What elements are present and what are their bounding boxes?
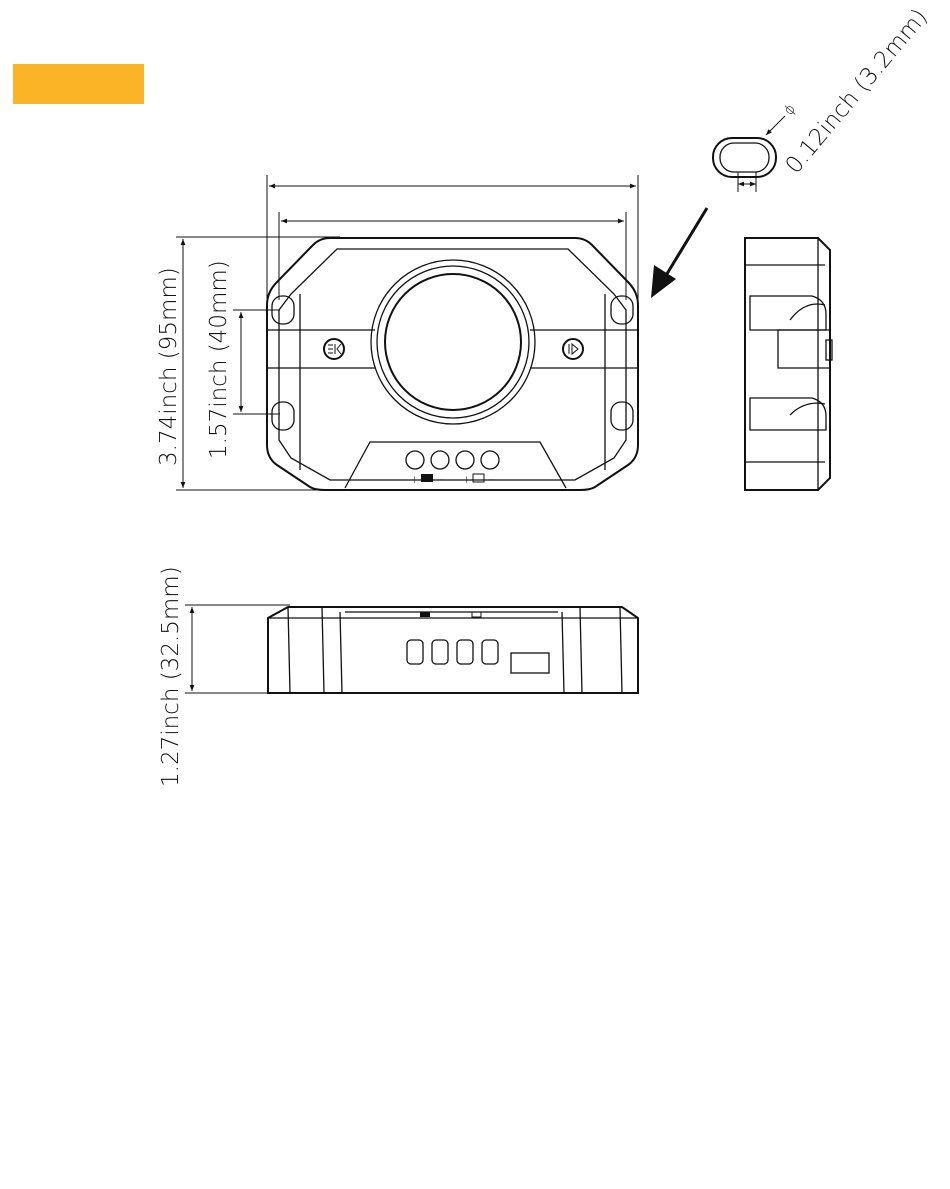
thickness-dimension-label: 1.27inch (32.5mm) — [158, 566, 184, 787]
terminal-2 — [431, 451, 449, 469]
hole-diameter-leader — [766, 116, 785, 135]
body-outline — [267, 238, 638, 490]
mounting-slot-bottom-left — [272, 402, 294, 430]
hole-spacing-dimension-label: 1.57inch (40mm) — [206, 260, 232, 459]
terminal-label-pv-plus: + — [410, 473, 419, 486]
left-button-icon — [324, 339, 344, 359]
bottom-port — [511, 653, 549, 673]
front-view: + − + − — [267, 175, 638, 490]
terminal-label-bat-minus: − — [487, 473, 496, 486]
terminal-label-bat-plus: + — [462, 473, 471, 486]
display-window — [385, 274, 521, 410]
side-view — [745, 238, 832, 490]
bottom-terminal-4 — [482, 640, 498, 664]
solar-panel-icon — [421, 474, 433, 482]
diameter-symbol: ϕ — [781, 101, 799, 118]
bottom-terminal-1 — [407, 640, 423, 664]
bottom-terminal-2 — [432, 640, 448, 664]
terminal-label-pv-minus: − — [436, 473, 445, 486]
hole-detail: ϕ 0.12inch (3.2mm) — [651, 4, 933, 298]
right-button-icon — [563, 339, 583, 359]
mounting-slot-bottom-right — [611, 402, 633, 430]
terminal-1 — [406, 451, 424, 469]
body-inner-outline — [279, 249, 626, 480]
bottom-terminal-3 — [457, 640, 473, 664]
height-dimension-label: 3.74inch (95mm) — [156, 267, 182, 466]
detail-pointer-arrow — [651, 265, 676, 298]
mounting-slot-top-right — [611, 296, 633, 324]
terminal-4 — [481, 451, 499, 469]
display-ring-outer — [371, 260, 535, 424]
battery-icon — [473, 474, 484, 482]
hole-diameter-label: 0.12inch (3.2mm) — [781, 4, 933, 179]
bottom-view — [268, 607, 638, 693]
terminal-3 — [456, 451, 474, 469]
